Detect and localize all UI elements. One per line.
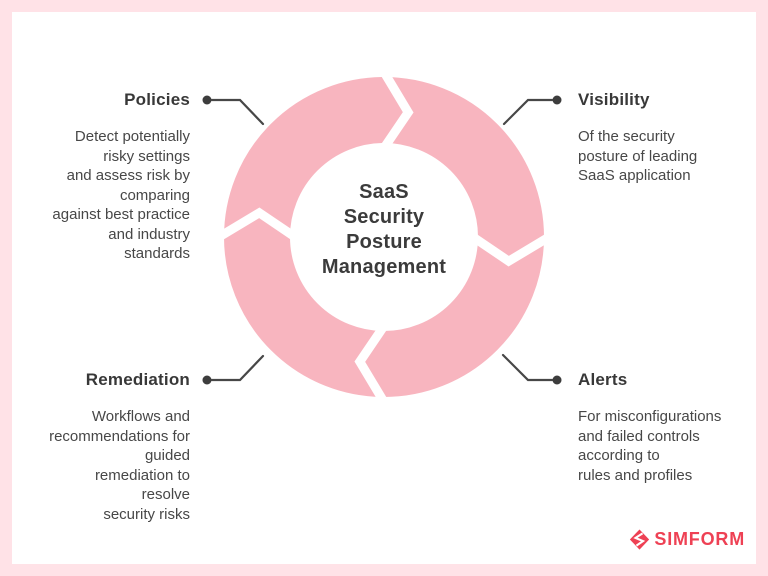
connector-dot-alerts <box>552 375 562 385</box>
section-label-alerts: Alerts <box>578 370 628 389</box>
connector-dot-visibility <box>552 95 562 105</box>
connector-line-visibility <box>502 98 554 126</box>
connector-line-alerts <box>501 353 554 382</box>
section-policies: Policies Detect potentially risky settin… <box>5 90 190 264</box>
chevron-arrow-right <box>470 233 552 267</box>
section-remediation: Remediation Workflows and recommendation… <box>5 370 190 524</box>
connector-dot-remediation <box>202 375 212 385</box>
connector-line-remediation <box>210 354 265 382</box>
chevron-arrow-top <box>380 69 414 151</box>
connector-line-policies <box>210 98 265 126</box>
section-label-visibility: Visibility <box>578 90 650 109</box>
section-alerts: Alerts For misconfigurations and failed … <box>578 370 763 485</box>
section-description-alerts: For misconfigurations and failed control… <box>578 408 722 484</box>
section-label-remediation: Remediation <box>85 370 190 389</box>
section-description-remediation: Workflows and recommendations for guided… <box>49 408 190 523</box>
simform-logo: SIMFORM <box>629 528 745 551</box>
section-visibility: Visibility Of the security posture of le… <box>578 90 763 186</box>
section-description-visibility: Of the security posture of leading SaaS … <box>578 128 698 184</box>
connector-dot-policies <box>202 95 212 105</box>
simform-logo-icon <box>630 529 650 550</box>
simform-logo-text: SIMFORM <box>654 529 745 549</box>
section-label-policies: Policies <box>124 90 190 109</box>
diagram-center-title: SaaS Security Posture Management <box>321 181 447 278</box>
chevron-arrow-bottom <box>354 323 388 405</box>
chevron-arrow-left <box>216 207 298 241</box>
section-description-policies: Detect potentially risky settings and as… <box>52 128 190 262</box>
donut-ring <box>224 77 544 397</box>
